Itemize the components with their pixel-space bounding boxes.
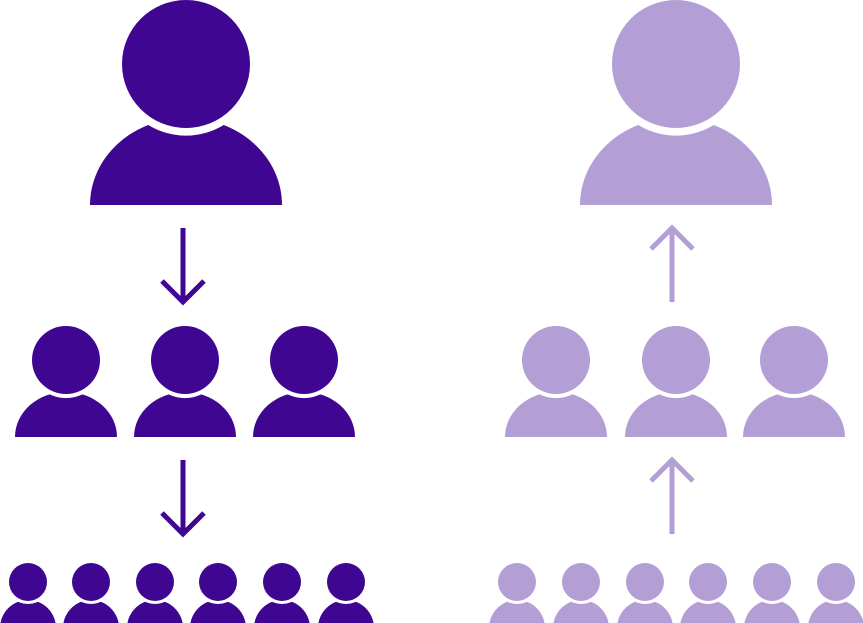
person-head xyxy=(642,326,710,394)
person-icon xyxy=(680,560,736,623)
person-icon xyxy=(90,0,282,205)
person-icon xyxy=(580,0,772,205)
arrow-down-icon xyxy=(160,460,206,538)
arrow-up-icon xyxy=(649,224,695,302)
person-head xyxy=(136,563,174,601)
person-icon xyxy=(617,560,673,623)
person-body xyxy=(63,600,119,623)
person-body xyxy=(254,600,310,623)
person-body xyxy=(134,392,236,437)
person-head xyxy=(72,563,110,601)
person-body xyxy=(680,600,736,623)
person-icon xyxy=(625,321,727,437)
arrow-down-icon xyxy=(160,228,206,306)
person-icon xyxy=(744,560,800,623)
person-head xyxy=(626,563,664,601)
person-icon xyxy=(0,560,56,623)
person-body xyxy=(743,392,845,437)
person-icon xyxy=(254,560,310,623)
person-icon xyxy=(253,321,355,437)
person-head xyxy=(689,563,727,601)
person-body xyxy=(625,392,727,437)
person-body xyxy=(0,600,56,623)
person-body xyxy=(318,600,374,623)
person-head xyxy=(151,326,219,394)
person-head xyxy=(760,326,828,394)
person-body xyxy=(90,118,282,205)
person-icon xyxy=(505,321,607,437)
person-head xyxy=(199,563,237,601)
person-icon xyxy=(318,560,374,623)
person-head xyxy=(263,563,301,601)
person-icon xyxy=(15,321,117,437)
person-body xyxy=(617,600,673,623)
person-head xyxy=(612,0,740,128)
person-icon xyxy=(489,560,545,623)
person-head xyxy=(522,326,590,394)
person-icon xyxy=(808,560,863,623)
person-head xyxy=(9,563,47,601)
person-head xyxy=(817,563,855,601)
person-icon xyxy=(743,321,845,437)
person-body xyxy=(580,118,772,205)
person-icon xyxy=(134,321,236,437)
top-down-panel xyxy=(0,0,374,623)
person-body xyxy=(808,600,863,623)
person-head xyxy=(562,563,600,601)
person-head xyxy=(32,326,100,394)
person-head xyxy=(753,563,791,601)
person-body xyxy=(127,600,183,623)
person-head xyxy=(498,563,536,601)
person-head xyxy=(327,563,365,601)
person-icon xyxy=(63,560,119,623)
person-icon xyxy=(190,560,246,623)
arrow-up-icon xyxy=(649,456,695,534)
person-body xyxy=(253,392,355,437)
person-icon xyxy=(127,560,183,623)
person-body xyxy=(553,600,609,623)
person-head xyxy=(270,326,338,394)
person-body xyxy=(744,600,800,623)
person-body xyxy=(505,392,607,437)
bottom-up-panel xyxy=(489,0,863,623)
person-body xyxy=(15,392,117,437)
person-body xyxy=(190,600,246,623)
person-body xyxy=(489,600,545,623)
person-icon xyxy=(553,560,609,623)
person-head xyxy=(122,0,250,128)
